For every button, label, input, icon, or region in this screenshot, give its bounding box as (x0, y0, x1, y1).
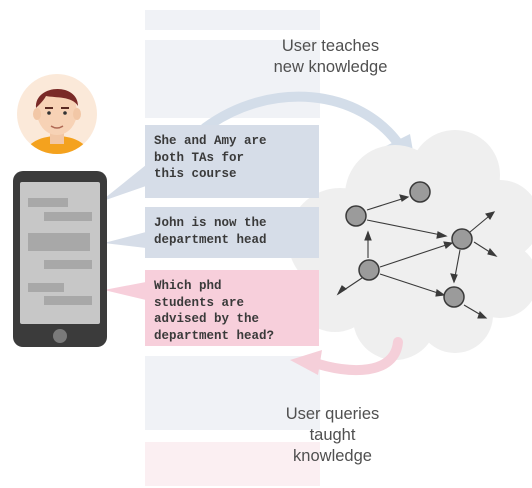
graph-node (451, 228, 473, 250)
query-tail (104, 282, 146, 300)
smartphone-icon (13, 171, 107, 347)
graph-node (345, 205, 367, 227)
graph-node (358, 259, 380, 281)
background-band-4 (145, 442, 320, 486)
graph-nodes (345, 181, 473, 308)
user-avatar-icon (17, 74, 97, 154)
background-band-1 (145, 10, 320, 30)
teach-caption: User teaches new knowledge (273, 37, 388, 76)
background-band-2 (145, 40, 320, 118)
background-band-3 (145, 356, 320, 430)
teach-message-1: She and Amy are both TAs for this course (145, 125, 319, 198)
query-caption: User queries taught knowledge (285, 405, 380, 465)
teach-tail-2 (104, 232, 146, 248)
teach-message-2: John is now the department head (145, 207, 319, 258)
teach-tail-1 (100, 165, 146, 202)
graph-node (443, 286, 465, 308)
graph-node (409, 181, 431, 203)
knowledge-graph-icon (336, 194, 498, 319)
query-message: Which phd students are advised by the de… (145, 270, 319, 346)
query-arrow (290, 337, 403, 376)
knowledge-cloud (288, 130, 532, 360)
